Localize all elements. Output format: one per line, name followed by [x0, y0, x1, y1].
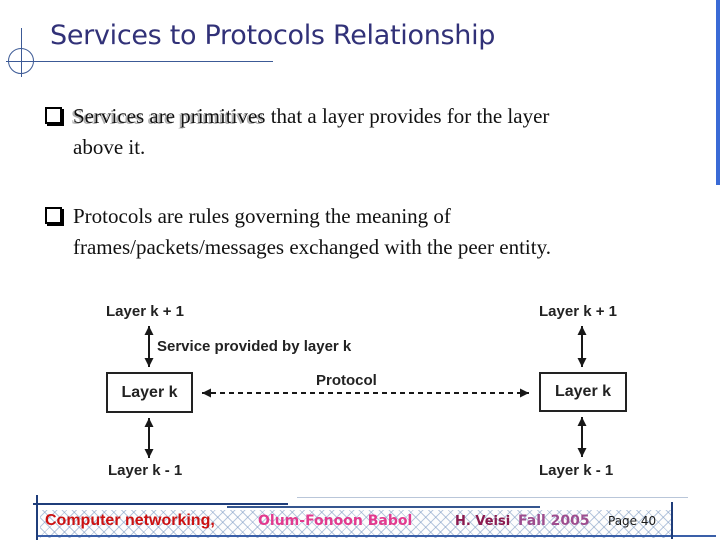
bullet-square-icon [45, 207, 62, 224]
footer-left-tick [36, 495, 38, 540]
footer-decor-line-dark [33, 503, 288, 505]
slide-title: Services to Protocols Relationship [50, 20, 496, 51]
footer-hatch-bar [40, 510, 673, 538]
footer-term: Fall 2005 [518, 513, 590, 529]
label-layer-k-minus-1-right: Layer k - 1 [539, 462, 614, 479]
footer-right-tick [671, 502, 673, 539]
bullet-item-protocols: Protocols are rules governing the meanin… [45, 201, 551, 263]
label-service-provided: Service provided by layer k [157, 338, 352, 355]
right-accent-bar [716, 0, 720, 185]
footer-institute-name: Olum-Fonoon Babol [258, 513, 413, 529]
bullet1-text: Services are primitives that a layer pro… [73, 101, 549, 163]
layer-k-box-right-label: Layer k [554, 383, 612, 400]
footer-author-name: H. Veisi [455, 514, 511, 529]
footer-course-name: Computer networking, [45, 512, 215, 529]
bullet1-line1: Services are primitives that a layer pro… [73, 101, 549, 132]
footer-page-number: Page 40 [608, 514, 657, 528]
footer-decor-line-light [297, 497, 688, 498]
bullet1-line2: above it. [73, 135, 146, 159]
bullet2-line2: frames/packets/messages exchanged with t… [73, 235, 551, 259]
layer-k-box-left-label: Layer k [121, 383, 178, 401]
label-protocol: Protocol [316, 372, 377, 389]
label-layer-k-minus-1-left: Layer k - 1 [108, 462, 183, 479]
footer-decor-line-mid [227, 506, 540, 508]
footer-bottom-line [36, 535, 716, 537]
bullet1-line1-rest: that a layer provides for the layer [265, 104, 550, 128]
bullet-square-icon [45, 107, 62, 124]
bullet2-text: Protocols are rules governing the meanin… [73, 201, 551, 263]
layer-k-box-right: Layer k [539, 372, 627, 412]
layer-k-box-left: Layer k [106, 372, 193, 413]
bullet-item-services: Services are primitives that a layer pro… [45, 101, 549, 163]
bullet1-emphasis: Services are primitives [73, 104, 266, 128]
label-layer-k-plus-1-left: Layer k + 1 [106, 303, 184, 320]
bullet2-line1: Protocols are rules governing the meanin… [73, 204, 451, 228]
title-underline [6, 61, 273, 62]
label-layer-k-plus-1-right: Layer k + 1 [539, 303, 617, 320]
